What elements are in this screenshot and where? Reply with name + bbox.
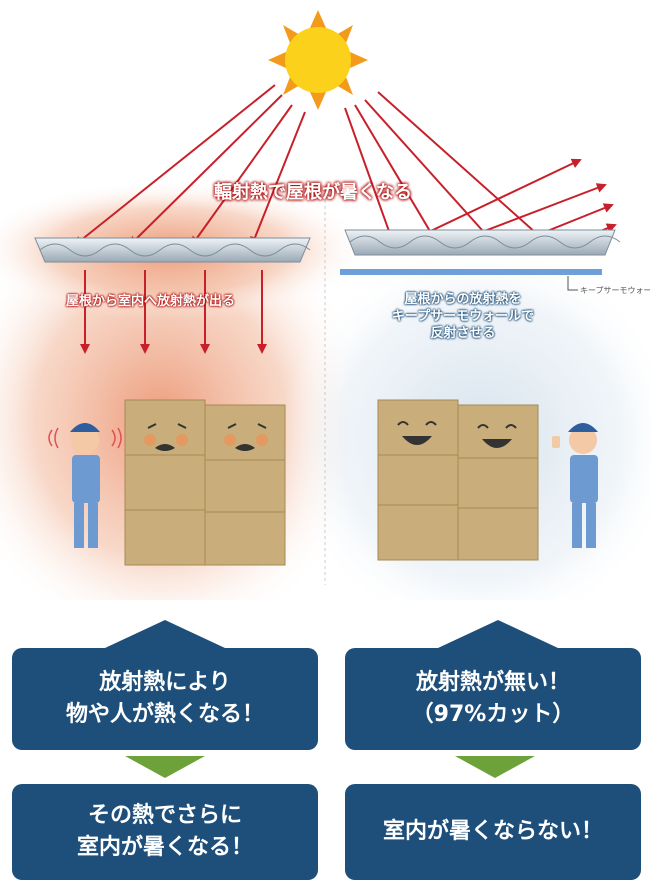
right-reflect-label: 屋根からの放射熱を キープサーモウォールで 反射させる — [368, 292, 558, 343]
left-heat-label: 屋根から室内へ放射熱が出る — [66, 294, 236, 309]
reflected-rays-right — [344, 91, 617, 251]
hot-worker-figure — [48, 423, 122, 548]
right-result-box-2: 室内が暑くならない！ — [345, 784, 641, 880]
reflect-line-2: キープサーモウォールで — [391, 308, 535, 324]
left-result-box-2: その熱でさらに 室内が暑くなる！ — [12, 784, 318, 880]
sheet-leader-line — [567, 276, 578, 291]
sheet-label: キープサーモウォール — [580, 286, 650, 295]
right-result-box-1: 放射熱が無い！ （97%カット） — [345, 648, 641, 750]
left-box1-line1: 放射熱により — [99, 670, 231, 696]
left-box2-line1: その熱でさらに — [87, 803, 242, 829]
top-banner-label: 輻射熱で屋根が暑くなる — [214, 182, 412, 203]
happy-worker-figure — [552, 423, 598, 548]
left-up-arrow — [105, 620, 225, 648]
left-roof — [34, 237, 311, 263]
right-down-arrow — [455, 756, 535, 778]
illustration-scene: キープサーモウォール — [0, 10, 650, 600]
left-result-box-1: 放射熱により 物や人が熱くなる！ — [12, 648, 318, 750]
left-box1-line2: 物や人が熱くなる！ — [65, 702, 264, 727]
right-cardboard-boxes — [377, 399, 539, 561]
thermal-sheet — [340, 269, 602, 275]
left-cardboard-boxes — [124, 399, 286, 566]
reflect-line-3: 反射させる — [430, 325, 496, 341]
incoming-rays-left — [73, 84, 306, 247]
left-box2-line2: 室内が暑くなる！ — [76, 835, 253, 860]
sun-icon — [268, 10, 368, 110]
right-box1-line1: 放射熱が無い！ — [415, 670, 570, 696]
heat-down-arrows — [80, 270, 267, 354]
reflect-line-1: 屋根からの放射熱を — [404, 292, 522, 307]
right-box2-line1: 室内が暑くならない！ — [382, 819, 603, 845]
right-box1-line2: （97%カット） — [411, 702, 575, 727]
left-down-arrow — [125, 756, 205, 778]
right-up-arrow — [438, 620, 558, 648]
right-roof — [344, 229, 621, 256]
